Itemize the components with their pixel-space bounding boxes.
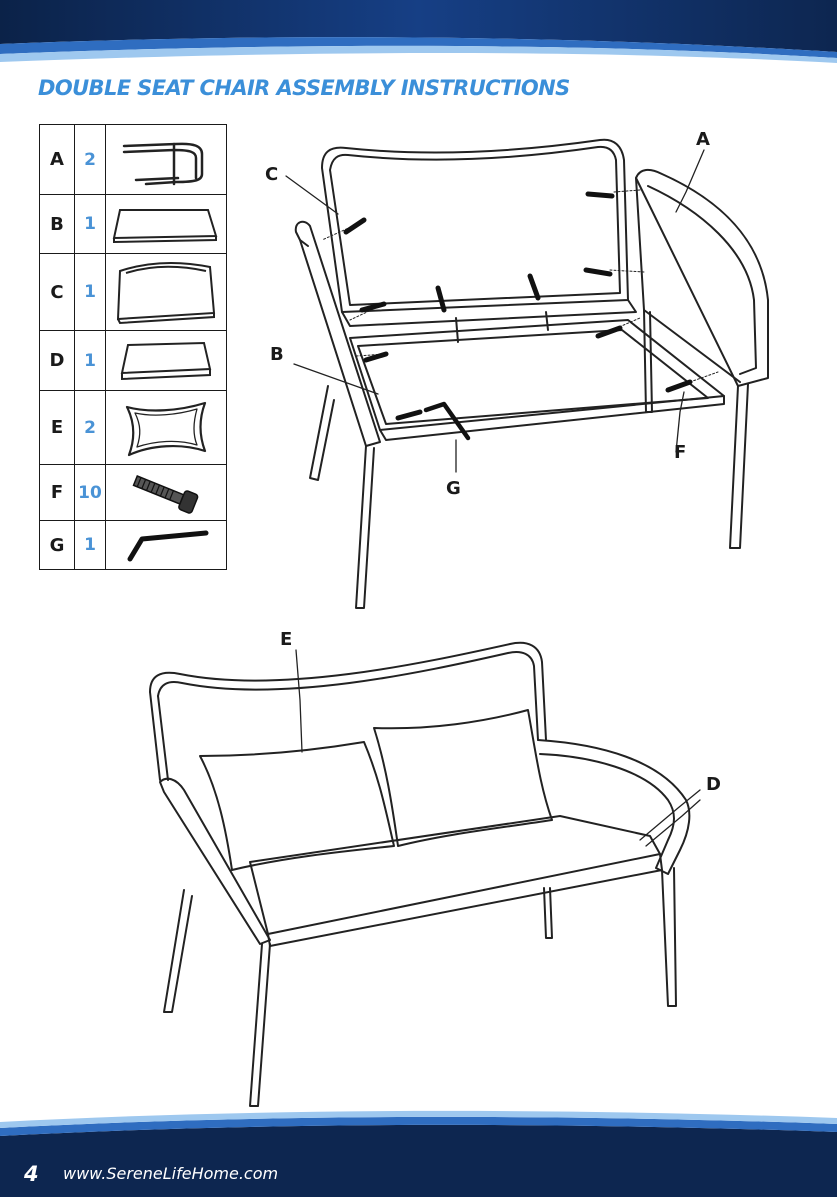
- page-number: 4: [24, 1162, 39, 1186]
- callout-label-g: G: [446, 478, 461, 499]
- callout-label-b: B: [270, 344, 284, 365]
- callout-label-e: E: [280, 629, 292, 650]
- callout-label-a: A: [696, 129, 710, 150]
- callout-label-d: D: [706, 774, 721, 795]
- footer-band: [0, 1111, 837, 1197]
- exploded-chair-diagram: [286, 140, 768, 608]
- website-link[interactable]: www.SereneLifeHome.com: [63, 1164, 278, 1183]
- callout-label-f: F: [674, 442, 686, 463]
- callout-label-c: C: [265, 164, 278, 185]
- finished-loveseat-diagram: [150, 643, 700, 1106]
